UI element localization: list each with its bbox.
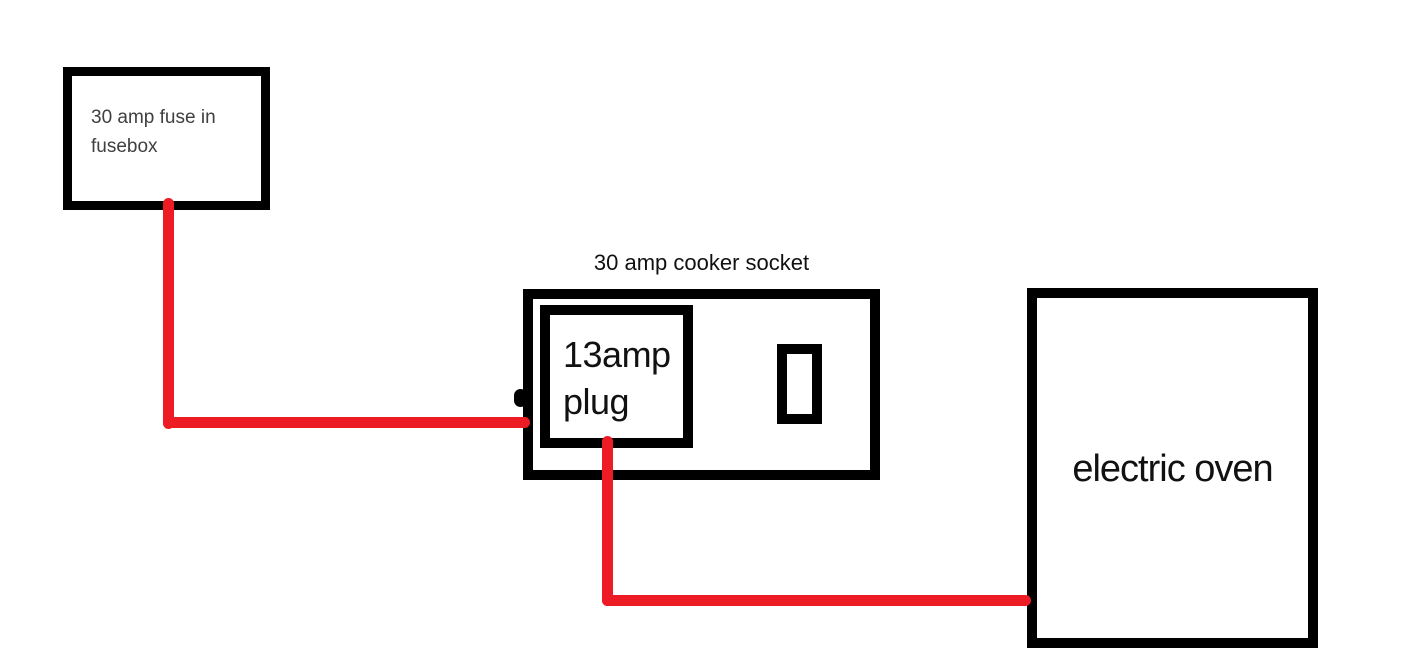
socket-switch-rocker — [777, 344, 822, 424]
wire-plug-to-oven-vertical — [602, 436, 613, 606]
wire-fusebox-to-socket-horizontal — [163, 417, 530, 428]
cooker-socket-title: 30 amp cooker socket — [593, 250, 810, 275]
oven-label: electric oven — [1072, 448, 1273, 490]
fusebox-label: 30 amp fuse in fusebox — [91, 103, 216, 161]
plug-label: 13amp plug — [563, 331, 671, 425]
wire-plug-to-oven-horizontal — [602, 595, 1031, 606]
fusebox-label-line2: fusebox — [91, 136, 158, 157]
plug-box — [540, 305, 693, 448]
oven-box — [1027, 288, 1318, 648]
plug-label-line1: 13amp — [563, 334, 671, 375]
wire-fusebox-to-socket-vertical — [163, 198, 174, 429]
fusebox-box — [63, 67, 270, 210]
plug-label-line2: plug — [563, 381, 630, 422]
fusebox-label-line1: 30 amp fuse in — [91, 107, 216, 128]
paint-artifact-dot — [514, 389, 527, 407]
